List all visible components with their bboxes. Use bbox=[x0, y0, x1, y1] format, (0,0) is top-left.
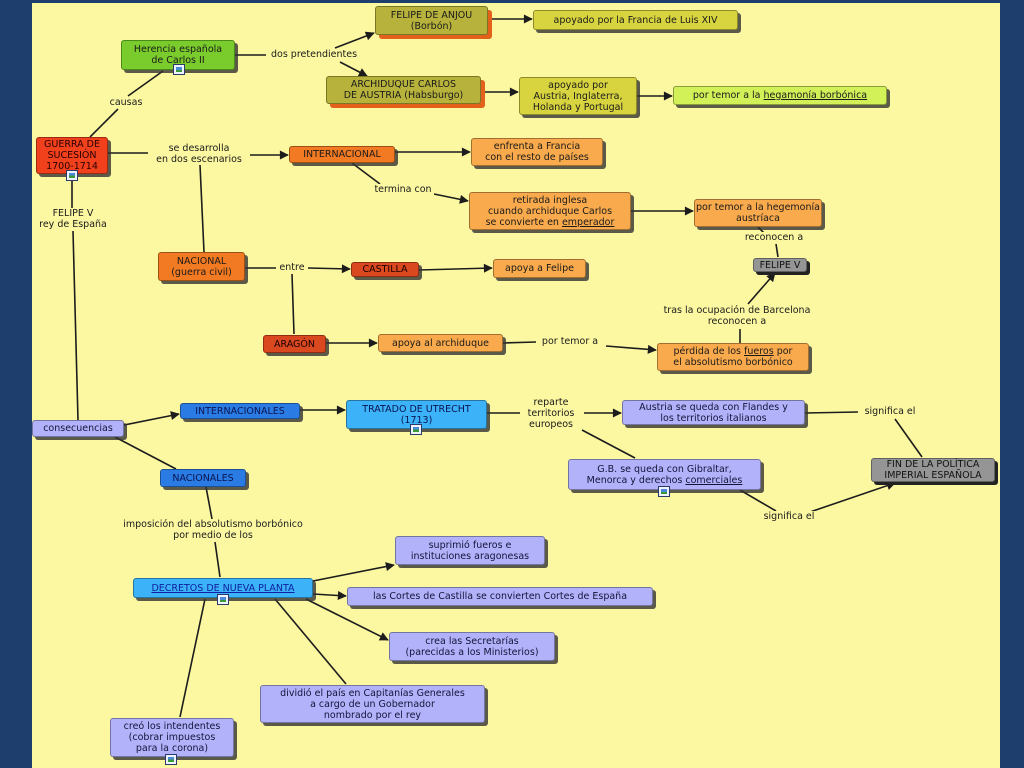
node-retirada-inglesa: retirada inglesa cuando archiduque Carlo… bbox=[469, 192, 631, 230]
image-icon-glyph bbox=[168, 757, 174, 762]
node-intendentes: creó los intendentes (cobrar impuestos p… bbox=[110, 718, 234, 757]
link-label-dos-pretendientes: dos pretendientes bbox=[268, 49, 360, 60]
connector-decretos-suprimio bbox=[312, 562, 395, 582]
link-label-por-temor-a: por temor a bbox=[539, 336, 601, 347]
node-fin-politica-imperial: FIN DE LA POLÍTICA IMPERIAL ESPAÑOLA bbox=[871, 458, 995, 482]
node-text-end: por el absolutismo borbónico bbox=[673, 346, 793, 368]
connector-nacionales-imposicion bbox=[205, 486, 213, 520]
image-icon-glyph bbox=[220, 597, 226, 602]
connector-significa2-fin bbox=[809, 481, 896, 513]
connector-consecuencias-nacionales bbox=[114, 436, 177, 470]
node-nacionales: NACIONALES bbox=[160, 469, 246, 487]
link-label-reconocen-a: reconocen a bbox=[742, 232, 806, 243]
connector-pretendientes-felipe bbox=[334, 31, 375, 49]
decretos-nueva-planta-link[interactable]: DECRETOS DE NUEVA PLANTA bbox=[151, 582, 295, 594]
connector-internacional-termina bbox=[351, 162, 381, 185]
node-capitanias-generales: dividió el país en Capitanías Generales … bbox=[260, 685, 485, 723]
connector-decretos-intendentes bbox=[179, 598, 206, 718]
image-icon-glyph bbox=[69, 173, 75, 178]
node-internacionales: INTERNACIONALES bbox=[180, 403, 300, 419]
node-decretos-nueva-planta: DECRETOS DE NUEVA PLANTA bbox=[133, 578, 313, 598]
node-internacional: INTERNACIONAL bbox=[289, 146, 395, 163]
node-enfrenta-francia: enfrenta a Francia con el resto de paíse… bbox=[471, 138, 603, 166]
node-text-start: retirada inglesa cuando archiduque Carlo… bbox=[485, 194, 613, 228]
image-icon[interactable] bbox=[658, 486, 670, 497]
node-austria-flandes: Austria se queda con Flandes y los terri… bbox=[622, 400, 805, 425]
node-castilla: CASTILLA bbox=[351, 262, 419, 277]
node-archiduque-carlos: ARCHIDUQUE CARLOS DE AUSTRIA (Habsburgo) bbox=[326, 76, 481, 104]
node-temor-hegemonia-borbonica: por temor a la hegamonía borbónica bbox=[673, 86, 887, 105]
emperador-link[interactable]: emperador bbox=[561, 216, 615, 228]
connector-consecuencias-internacionales bbox=[123, 411, 180, 426]
connector-termina-retirada bbox=[433, 193, 469, 204]
node-herencia-espanola: Herencia española de Carlos II bbox=[121, 40, 235, 70]
node-text: por temor a la hegamonía borbónica bbox=[693, 90, 867, 101]
node-apoya-al-archiduque: apoya al archiduque bbox=[378, 334, 503, 352]
fueros-link[interactable]: fueros bbox=[744, 346, 774, 357]
node-suprimio-fueros: suprimió fueros e instituciones aragones… bbox=[395, 536, 545, 565]
node-nacional: NACIONAL (guerra civil) bbox=[158, 252, 245, 281]
node-aragon: ARAGÓN bbox=[263, 335, 326, 353]
link-label-felipe-rey: FELIPE V rey de España bbox=[37, 208, 109, 230]
node-consecuencias: consecuencias bbox=[32, 420, 124, 437]
connector-feliperey-consecuencias bbox=[72, 230, 79, 421]
connector-tras-felipe bbox=[747, 272, 776, 305]
connector-entre-aragon bbox=[291, 273, 295, 335]
node-text: retirada inglesa cuando archiduque Carlo… bbox=[486, 195, 615, 228]
link-label-tras-ocupacion: tras la ocupación de Barcelona reconocen… bbox=[661, 305, 813, 327]
connector-decretos-capitanias bbox=[274, 598, 347, 685]
node-secretarias: crea las Secretarías (parecidas a los Mi… bbox=[389, 632, 555, 661]
image-icon-glyph bbox=[413, 427, 419, 432]
image-icon[interactable] bbox=[66, 170, 78, 181]
image-icon[interactable] bbox=[217, 594, 229, 605]
link-label-se-desarrolla: se desarrolla en dos escenarios bbox=[154, 143, 244, 165]
node-apoyo-francia: apoyado por la Francia de Luis XIV bbox=[533, 10, 738, 30]
node-apoya-a-felipe: apoya a Felipe bbox=[493, 259, 586, 278]
node-text-start: pérdida de los bbox=[673, 346, 745, 357]
connector-portemor-perdida bbox=[605, 344, 657, 354]
comerciales-link[interactable]: comerciales bbox=[685, 474, 743, 486]
node-gb-gibraltar: G.B. se queda con Gibraltar, Menorca y d… bbox=[568, 459, 761, 490]
connector-austria-significa bbox=[804, 411, 859, 414]
hegemonia-borbonica-link[interactable]: hegamonía borbónica bbox=[763, 90, 868, 101]
connector-gb-significa bbox=[739, 489, 777, 512]
connector-decretos-secretarias bbox=[305, 598, 389, 641]
link-label-significa-el-2: significa el bbox=[761, 511, 817, 522]
link-label-imposicion: imposición del absolutismo borbónico por… bbox=[121, 519, 305, 541]
connector-apoya-portemor bbox=[502, 341, 537, 344]
link-label-causas: causas bbox=[107, 97, 145, 108]
connector-reconocen-felipe bbox=[775, 243, 779, 258]
node-text-start: por temor a la bbox=[692, 90, 764, 101]
node-cortes-castilla: las Cortes de Castilla se convierten Cor… bbox=[347, 587, 653, 606]
node-temor-hegemonia-austriaca: por temor a la hegemonía austríaca bbox=[694, 199, 822, 227]
connector-significa-fin bbox=[894, 418, 923, 458]
connector-castilla-apoya bbox=[418, 263, 493, 273]
node-text: G.B. se queda con Gibraltar, Menorca y d… bbox=[587, 464, 743, 486]
link-label-significa-el-1: significa el bbox=[862, 406, 918, 417]
node-text-start: G.B. se queda con Gibraltar, Menorca y d… bbox=[586, 463, 732, 486]
node-text: pérdida de los fueros por el absolutismo… bbox=[673, 346, 792, 368]
image-icon-glyph bbox=[661, 489, 667, 494]
link-label-entre: entre bbox=[277, 262, 307, 273]
connector-decretos-cortes bbox=[312, 591, 347, 601]
link-label-termina-con: termina con bbox=[372, 184, 434, 195]
image-icon[interactable] bbox=[410, 424, 422, 435]
connector-causas-herencia bbox=[127, 70, 164, 97]
image-icon[interactable] bbox=[173, 64, 185, 75]
node-perdida-fueros: pérdida de los fueros por el absolutismo… bbox=[657, 343, 809, 371]
connector-pretendientes-archiduque bbox=[339, 61, 368, 77]
node-guerra-de-sucesion: GUERRA DE SUCESIÓN 1700-1714 bbox=[36, 137, 108, 174]
connector-guerra-causas bbox=[89, 108, 119, 138]
connector-reparte-gb bbox=[581, 429, 636, 459]
connector-entre-castilla bbox=[307, 264, 351, 274]
connector-imposicion-decretos bbox=[214, 541, 221, 578]
node-felipe-v: FELIPE V bbox=[753, 258, 807, 272]
node-felipe-de-anjou: FELIPE DE ANJOU (Borbón) bbox=[375, 6, 488, 35]
connector-desarrolla-nacional bbox=[199, 164, 205, 253]
image-icon[interactable] bbox=[165, 754, 177, 765]
image-icon-glyph bbox=[176, 67, 182, 72]
link-label-reparte: reparte territorios europeos bbox=[525, 397, 577, 430]
node-apoyo-aliados: apoyado por Austria, Inglaterra, Holanda… bbox=[519, 77, 637, 115]
